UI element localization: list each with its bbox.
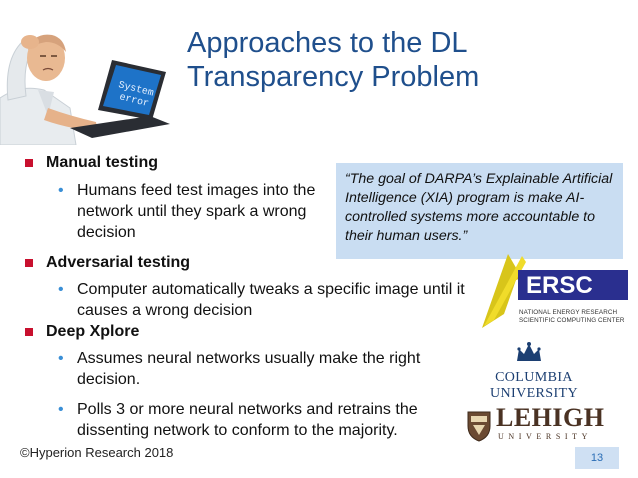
lehigh-shield-icon (467, 411, 491, 442)
sub-bullet: Assumes neural networks usually make the… (24, 348, 442, 390)
bullet-adversarial-testing: Adversarial testing Computer automatical… (24, 252, 504, 321)
sub-bullet: Humans feed test images into the network… (24, 180, 344, 243)
bullet-manual-testing: Manual testing Humans feed test images i… (24, 152, 344, 243)
footer-copyright: ©Hyperion Research 2018 (20, 445, 174, 460)
lehigh-logo-text: LEHIGH (496, 403, 605, 432)
nersc-subtitle-line1: NATIONAL ENERGY RESEARCH (519, 309, 618, 316)
nersc-logo-text: ERSC (526, 272, 593, 299)
bullet-label: Adversarial testing (24, 252, 504, 274)
columbia-line2: UNIVERSITY (490, 386, 578, 401)
bullet-label: Manual testing (24, 152, 344, 174)
nersc-subtitle-line2: SCIENTIFIC COMPUTING CENTER (519, 317, 625, 324)
columbia-logo-text: COLUMBIA UNIVERSITY (479, 370, 589, 402)
slide-title-line2: Transparency Problem (187, 61, 480, 93)
darpa-quote-box: “The goal of DARPA’s Explainable Artific… (336, 163, 623, 259)
lehigh-logo-subtext: UNIVERSITY (498, 432, 592, 441)
nersc-logo: ERSC (482, 254, 628, 328)
sub-bullet: Computer automatically tweaks a specific… (24, 279, 479, 321)
man-with-laptop-illustration: System error (0, 34, 170, 145)
page-number: 13 (575, 447, 619, 469)
slide-title: Approaches to the DL Transparency Proble… (187, 26, 607, 94)
slide-title-line1: Approaches to the DL (187, 27, 468, 59)
nersc-subtitle: NATIONAL ENERGY RESEARCH SCIENTIFIC COMP… (519, 309, 638, 325)
bullet-deep-xplore: Deep Xplore Assumes neural networks usua… (24, 321, 464, 441)
columbia-crown-icon (517, 342, 541, 361)
columbia-line1: COLUMBIA (495, 370, 573, 385)
sub-bullet: Polls 3 or more neural networks and retr… (24, 399, 442, 441)
bullet-label: Deep Xplore (24, 321, 464, 343)
